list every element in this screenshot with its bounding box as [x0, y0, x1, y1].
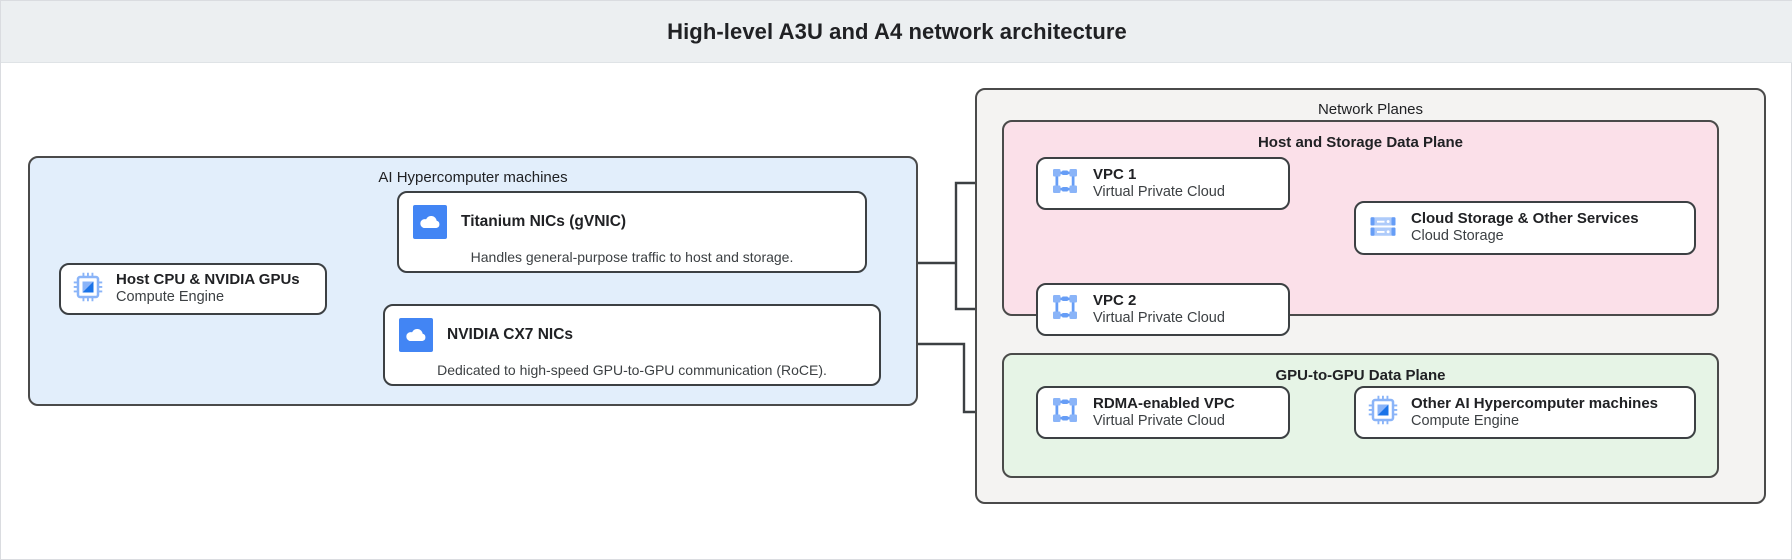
cpu-chip-icon: [73, 272, 103, 307]
node-host-cpu[interactable]: Host CPU & NVIDIA GPUs Compute Engine: [59, 263, 327, 315]
node-title: Host CPU & NVIDIA GPUs: [116, 271, 300, 288]
group-label-host-storage-data-plane: Host and Storage Data Plane: [1257, 134, 1464, 151]
page-title: High-level A3U and A4 network architectu…: [667, 18, 1127, 44]
diagram-canvas: AI Hypercomputer machines Host: [1, 63, 1791, 559]
node-cloud-storage[interactable]: Cloud Storage & Other Services Cloud Sto…: [1354, 201, 1696, 255]
node-title: Cloud Storage & Other Services: [1411, 210, 1639, 227]
card-nvidia-cx7-nics[interactable]: NVIDIA CX7 NICs Dedicated to high-speed …: [383, 304, 881, 386]
card-title: Titanium NICs (gVNIC): [461, 213, 627, 230]
group-label-ai-hypercomputer-machines: AI Hypercomputer machines: [378, 169, 568, 186]
card-titanium-nics[interactable]: Titanium NICs (gVNIC) Handles general-pu…: [397, 191, 867, 273]
node-other-ai-hypercomputer-machines[interactable]: Other AI Hypercomputer machines Compute …: [1354, 386, 1696, 439]
node-subtitle: Virtual Private Cloud: [1093, 183, 1225, 200]
node-subtitle: Virtual Private Cloud: [1093, 309, 1225, 326]
vpc-icon: [1050, 166, 1080, 201]
cloud-storage-icon: [1368, 211, 1398, 246]
cpu-chip-icon: [1368, 395, 1398, 430]
node-title: Other AI Hypercomputer machines: [1411, 394, 1659, 412]
cloud-icon: [399, 318, 433, 352]
node-subtitle: Cloud Storage: [1411, 228, 1504, 245]
card-description: Dedicated to high-speed GPU-to-GPU commu…: [437, 362, 827, 378]
node-title: VPC 2: [1093, 291, 1137, 309]
vpc-icon: [1050, 395, 1080, 430]
card-description: Handles general-purpose traffic to host …: [470, 249, 794, 265]
node-subtitle: Virtual Private Cloud: [1093, 412, 1225, 429]
node-vpc-1[interactable]: VPC 1 Virtual Private Cloud: [1036, 157, 1290, 210]
group-label-network-planes: Network Planes: [1317, 101, 1424, 118]
node-subtitle: Compute Engine: [1411, 412, 1520, 429]
group-label-gpu-to-gpu-data-plane: GPU-to-GPU Data Plane: [1275, 367, 1446, 384]
vpc-icon: [1050, 292, 1080, 327]
node-vpc-2[interactable]: VPC 2 Virtual Private Cloud: [1036, 283, 1290, 336]
node-title: RDMA-enabled VPC: [1093, 394, 1235, 412]
node-subtitle: Compute Engine: [116, 289, 225, 306]
node-rdma-enabled-vpc[interactable]: RDMA-enabled VPC Virtual Private Cloud: [1036, 386, 1290, 439]
title-bar: High-level A3U and A4 network architectu…: [1, 1, 1792, 63]
card-title: NVIDIA CX7 NICs: [447, 326, 574, 343]
node-title: VPC 1: [1093, 165, 1137, 183]
cloud-icon: [413, 205, 447, 239]
